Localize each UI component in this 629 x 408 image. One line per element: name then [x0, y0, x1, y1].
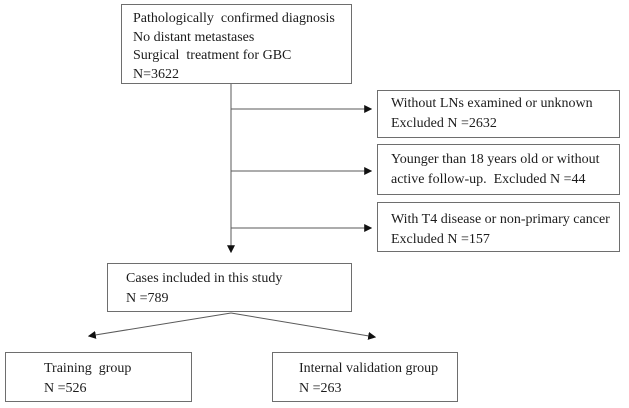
included-line: N =789: [126, 290, 169, 306]
included-line: Cases included in this study: [126, 271, 283, 286]
connector-included-to-validation: [230, 312, 377, 340]
training-line: Training group: [44, 361, 132, 376]
training-line: N =526: [44, 380, 87, 396]
exclusion-box-3: With T4 disease or non-primary cancer Ex…: [377, 202, 620, 252]
eligibility-line: Surgical treatment for GBC: [133, 48, 292, 63]
exclusion-line: Excluded N =157: [391, 231, 490, 247]
validation-line: N =263: [299, 380, 342, 396]
validation-line: Internal validation group: [299, 361, 439, 376]
eligibility-line: N=3622: [133, 66, 180, 82]
exclusion-line: Younger than 18 years old or without: [391, 152, 600, 167]
eligibility-box: Pathologically confirmed diagnosis No di…: [121, 4, 352, 84]
eligibility-line: Pathologically confirmed diagnosis: [133, 11, 335, 26]
connector-included-to-training: [87, 312, 232, 339]
eligibility-line: No distant metastases: [133, 29, 255, 45]
validation-group-box: Internal validation group N =263: [272, 352, 458, 402]
included-box: Cases included in this study N =789: [107, 263, 352, 312]
exclusion-line: Excluded N =2632: [391, 115, 497, 131]
exclusion-line: With T4 disease or non-primary cancer: [391, 212, 610, 227]
exclusion-line: Without LNs examined or unknown: [391, 96, 593, 111]
exclusion-line: active follow-up. Excluded N =44: [391, 171, 586, 187]
exclusion-box-2: Younger than 18 years old or without act…: [377, 144, 620, 195]
exclusion-box-1: Without LNs examined or unknown Excluded…: [377, 90, 620, 138]
training-group-box: Training group N =526: [5, 352, 192, 402]
